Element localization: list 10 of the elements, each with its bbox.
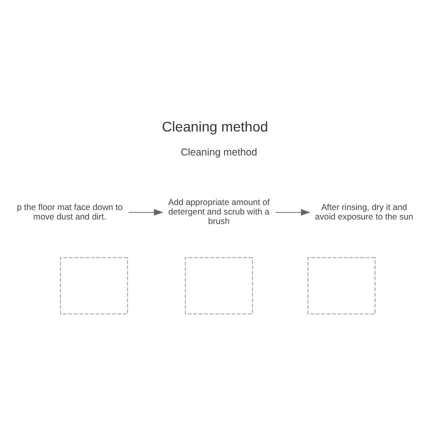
label: Cleaning method xyxy=(180,147,258,158)
arrow xyxy=(128,208,164,216)
node-text: Add appropriate amount of detergent and scrub with a brush xyxy=(168,196,270,226)
node-box xyxy=(308,256,376,314)
diagram-title: Cleaning method xyxy=(162,118,268,134)
node-box xyxy=(60,256,128,314)
node-text: After rinsing, dry it and avoid exposure to the sun xyxy=(315,201,414,221)
arrow xyxy=(275,208,310,216)
node-box xyxy=(184,256,253,314)
node-text: p the floor mat face down to move dust and dirt. xyxy=(16,201,123,221)
